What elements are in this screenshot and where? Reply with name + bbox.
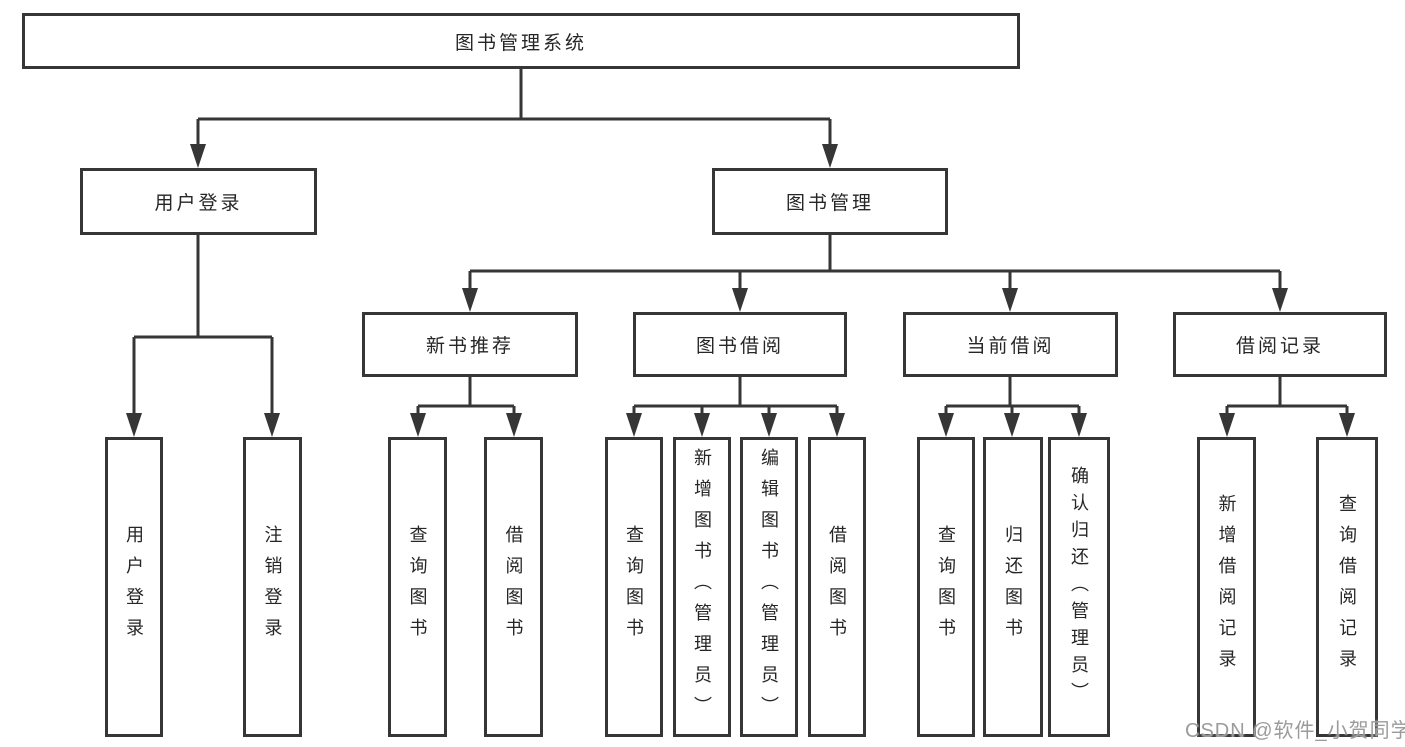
- node-book-borrow: 图书借阅: [633, 312, 847, 377]
- connector-root-to-level2: [196, 69, 832, 145]
- node-user-login: 用户登录: [80, 168, 317, 235]
- connector-newbookrec-to-leaves: [416, 377, 516, 414]
- node-current-borrow-label: 当前借阅: [966, 336, 1055, 357]
- watermark: CSDN @软件_小贺同学: [1185, 720, 1405, 742]
- leaf-nbr-query-books: 查询图书: [388, 437, 447, 737]
- node-user-login-label: 用户登录: [154, 193, 243, 214]
- node-current-borrow: 当前借阅: [903, 312, 1118, 377]
- leaf-logout: 注销登录: [243, 437, 302, 737]
- node-root-label: 图书管理系统: [454, 32, 587, 54]
- leaf-bb-edit-books-admin-label: 编辑图书（管理员）: [759, 447, 779, 727]
- leaf-br-query-record: 查询借阅记录: [1316, 437, 1378, 737]
- leaf-bb-borrow-books: 借阅图书: [808, 437, 866, 737]
- leaf-user-login: 用户登录: [105, 437, 163, 737]
- leaf-cb-confirm-return-admin: 确认归还（管理员）: [1048, 437, 1110, 737]
- leaf-bb-query-books: 查询图书: [605, 437, 663, 737]
- leaf-nbr-query-books-label: 查询图书: [407, 525, 428, 649]
- leaf-cb-query-books: 查询图书: [917, 437, 975, 737]
- leaf-bb-add-books-admin-label: 新增图书（管理员）: [692, 447, 712, 727]
- node-book-management: 图书管理: [712, 168, 948, 235]
- connector-userlogin-to-leaves: [132, 235, 274, 414]
- arrowheads: [126, 144, 1355, 437]
- node-new-book-recommend-label: 新书推荐: [425, 336, 514, 357]
- node-book-borrow-label: 图书借阅: [695, 336, 784, 357]
- leaf-cb-query-books-label: 查询图书: [936, 525, 956, 649]
- leaf-br-query-record-label: 查询借阅记录: [1337, 494, 1357, 680]
- node-borrow-record-label: 借阅记录: [1235, 336, 1324, 357]
- leaf-cb-confirm-return-admin-label: 确认归还（管理员）: [1069, 465, 1089, 709]
- leaf-cb-return-books: 归还图书: [983, 437, 1043, 737]
- node-book-management-label: 图书管理: [785, 193, 874, 214]
- node-root: 图书管理系统: [22, 13, 1020, 69]
- node-borrow-record: 借阅记录: [1173, 312, 1387, 377]
- leaf-nbr-borrow-books: 借阅图书: [484, 437, 543, 737]
- connector-bookborrow-to-leaves: [632, 377, 839, 414]
- leaf-br-add-record: 新增借阅记录: [1197, 437, 1256, 737]
- connector-borrowrecord-to-leaves: [1225, 377, 1349, 414]
- leaf-bb-edit-books-admin: 编辑图书（管理员）: [740, 437, 798, 737]
- leaf-nbr-borrow-books-label: 借阅图书: [503, 525, 524, 649]
- connector-bookmgmt-to-level3: [468, 235, 1282, 289]
- node-new-book-recommend: 新书推荐: [362, 312, 578, 377]
- leaf-cb-return-books-label: 归还图书: [1003, 525, 1023, 649]
- leaf-bb-query-books-label: 查询图书: [624, 525, 644, 649]
- leaf-bb-add-books-admin: 新增图书（管理员）: [673, 437, 731, 737]
- connector-currentborrow-to-leaves: [944, 377, 1081, 414]
- leaf-br-add-record-label: 新增借阅记录: [1216, 494, 1237, 680]
- leaf-logout-label: 注销登录: [262, 525, 283, 649]
- leaf-user-login-label: 用户登录: [124, 525, 144, 649]
- leaf-bb-borrow-books-label: 借阅图书: [827, 525, 847, 649]
